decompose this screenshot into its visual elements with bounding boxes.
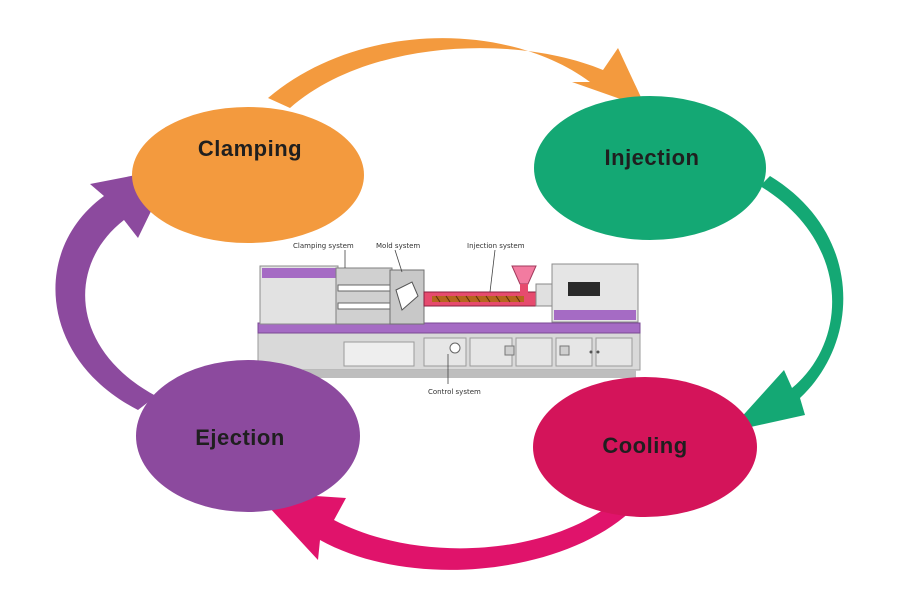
label-injection-system: Injection system bbox=[467, 242, 525, 250]
stage-circle-cooling bbox=[533, 377, 757, 517]
leader-injection-system bbox=[489, 249, 496, 293]
base-door-5 bbox=[595, 337, 633, 367]
clamping-tie-bar-2 bbox=[337, 302, 391, 310]
indicator-1 bbox=[589, 350, 593, 354]
injection-molding-machine: Clamping system Mold system Injection sy… bbox=[257, 242, 641, 396]
label-mold-system: Mold system bbox=[376, 242, 420, 250]
control-panel bbox=[343, 341, 415, 367]
hopper bbox=[511, 265, 537, 285]
stage-cooling: Cooling bbox=[533, 377, 757, 517]
clamping-tie-bar-1 bbox=[337, 284, 391, 292]
stage-clamping: Clamping bbox=[132, 107, 364, 243]
injection-purple-strip bbox=[554, 310, 636, 320]
injection-drive bbox=[535, 283, 555, 307]
mold-cavity bbox=[395, 281, 419, 311]
hopper-neck bbox=[520, 284, 528, 293]
stage-circle-clamping bbox=[132, 107, 364, 243]
base-door-1 bbox=[423, 337, 467, 367]
machine-bed-rail bbox=[257, 322, 641, 334]
machine-foot bbox=[262, 370, 636, 378]
stage-injection: Injection bbox=[534, 96, 766, 240]
arrow-clamping-to-injection bbox=[268, 38, 646, 108]
arrow-ejection-to-clamping bbox=[55, 168, 172, 410]
stage-ejection: Ejection bbox=[136, 360, 360, 512]
stage-label-injection: Injection bbox=[605, 145, 700, 170]
screw-flights bbox=[435, 295, 521, 303]
leader-mold-system bbox=[394, 249, 403, 273]
gauge-2 bbox=[559, 345, 570, 356]
stage-label-cooling: Cooling bbox=[602, 433, 687, 458]
injection-screen bbox=[568, 282, 600, 296]
stage-label-clamping: Clamping bbox=[198, 136, 302, 161]
arrow-injection-to-cooling bbox=[728, 176, 844, 432]
clamping-frame bbox=[335, 267, 393, 325]
gauge-1 bbox=[504, 345, 515, 356]
base-door-3 bbox=[515, 337, 553, 367]
label-control-system: Control system bbox=[428, 388, 481, 396]
arrow-cooling-to-ejection bbox=[255, 492, 630, 570]
indicator-2 bbox=[596, 350, 600, 354]
label-clamping-system: Clamping system bbox=[293, 242, 354, 250]
stage-label-ejection: Ejection bbox=[195, 425, 285, 450]
stage-circle-injection bbox=[534, 96, 766, 240]
control-knob bbox=[449, 342, 461, 354]
stage-circle-ejection bbox=[136, 360, 360, 512]
clamping-purple-block bbox=[262, 268, 336, 278]
